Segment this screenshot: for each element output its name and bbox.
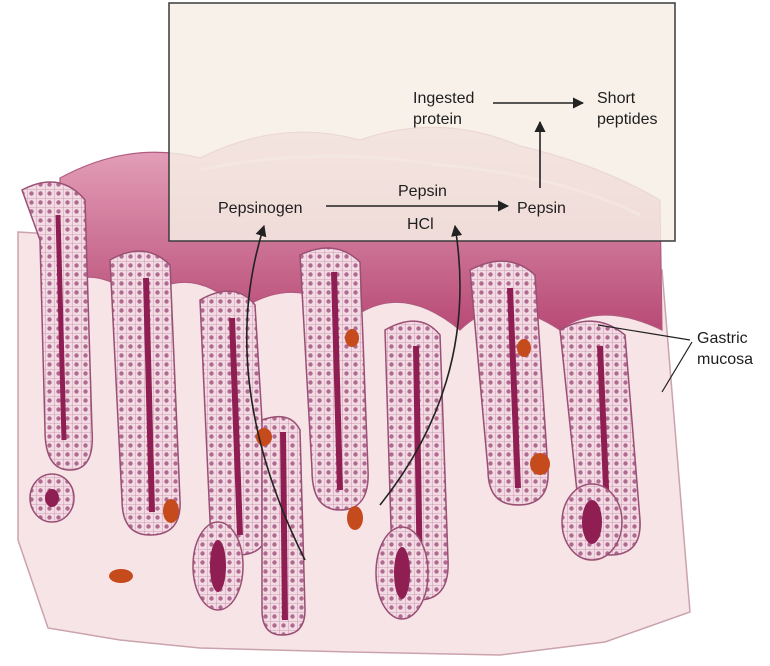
label-pepsinogen: Pepsinogen xyxy=(218,198,303,219)
label-gastric-mucosa: Gastric mucosa xyxy=(697,328,753,370)
label-short-line1: Short xyxy=(597,88,658,109)
label-gastric-line2: mucosa xyxy=(697,349,753,370)
label-short-line2: peptides xyxy=(597,109,658,130)
label-ingested-protein: Ingested protein xyxy=(413,88,474,130)
label-pepsin-catalyst: Pepsin xyxy=(398,181,447,202)
label-gastric-line1: Gastric xyxy=(697,328,753,349)
label-hcl: HCl xyxy=(407,214,434,235)
label-pepsin-product: Pepsin xyxy=(517,198,566,219)
label-ingested-line1: Ingested xyxy=(413,88,474,109)
label-ingested-line2: protein xyxy=(413,109,474,130)
label-short-peptides: Short peptides xyxy=(597,88,658,130)
